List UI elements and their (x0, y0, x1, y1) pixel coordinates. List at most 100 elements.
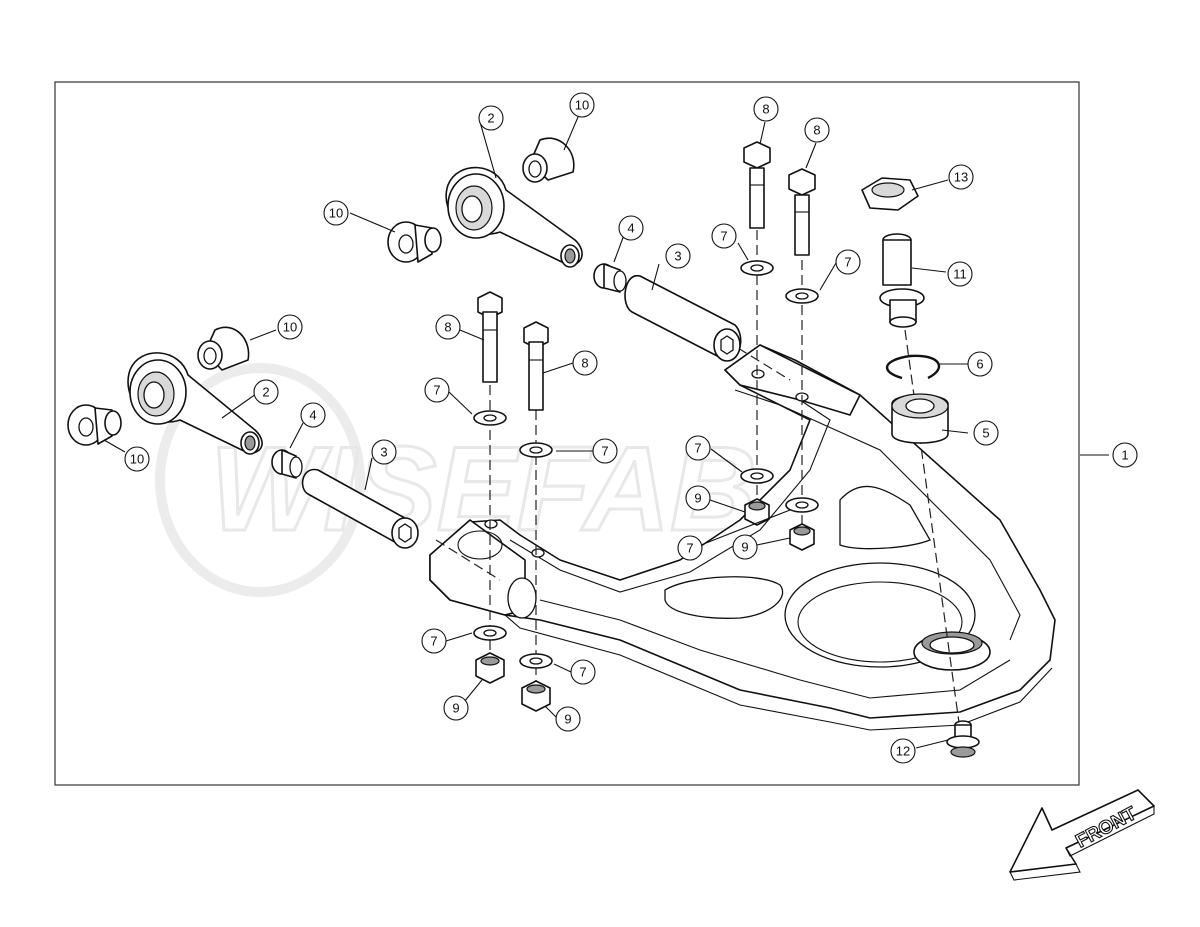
drawing-frame (54, 81, 1080, 786)
callout-2: 2 (253, 379, 279, 405)
svg-text:4: 4 (627, 221, 634, 236)
washer (740, 260, 774, 276)
svg-text:11: 11 (953, 267, 967, 282)
svg-text:13: 13 (954, 170, 968, 185)
svg-text:6: 6 (976, 357, 983, 372)
callout-4: 4 (618, 215, 644, 241)
callout-7: 7 (711, 223, 737, 249)
callout-7: 7 (685, 435, 711, 461)
svg-text:8: 8 (813, 123, 820, 138)
svg-text:1: 1 (1121, 448, 1128, 463)
svg-text:10: 10 (283, 320, 297, 335)
washer (519, 653, 553, 669)
ball-joint-stud (879, 233, 925, 328)
nut (475, 652, 505, 684)
svg-text:9: 9 (741, 540, 748, 555)
callout-9: 9 (443, 695, 469, 721)
svg-text:7: 7 (601, 444, 608, 459)
circlip (886, 354, 941, 380)
nut (744, 498, 770, 526)
callout-3: 3 (665, 243, 691, 269)
washer (740, 468, 774, 484)
washer (519, 442, 553, 458)
callout-8: 8 (572, 350, 598, 376)
cone-spacer-front-inner (197, 326, 250, 371)
svg-text:7: 7 (694, 441, 701, 456)
callout-10: 10 (277, 314, 303, 340)
callout-7: 7 (570, 659, 596, 685)
callout-11: 11 (947, 261, 973, 287)
svg-text:7: 7 (430, 634, 437, 649)
cone-spacer-rear-outer (387, 221, 442, 263)
leader-lines (103, 116, 1109, 749)
svg-text:10: 10 (130, 452, 144, 467)
svg-text:7: 7 (433, 383, 440, 398)
callout-bubbles: 1 2 2 3 3 4 4 5 6 7 7 7 7 7 7 7 7 8 8 8 … (124, 92, 1138, 764)
castle-nut (861, 177, 919, 211)
svg-text:9: 9 (694, 491, 701, 506)
slot-hole (664, 576, 784, 619)
callout-4: 4 (300, 402, 326, 428)
front-direction-arrow: FRONT (1009, 789, 1155, 881)
bolt-front-right (523, 321, 549, 411)
nuts (475, 498, 815, 712)
pocket-hole (839, 485, 931, 550)
washer (785, 288, 819, 304)
callout-5: 5 (973, 420, 999, 446)
bolt-rear-right (788, 168, 816, 256)
svg-text:10: 10 (329, 206, 343, 221)
callout-10: 10 (124, 446, 150, 472)
bolt-front-left (477, 291, 503, 383)
cone-spacer-front-outer (67, 404, 122, 446)
svg-text:7: 7 (844, 255, 851, 270)
callout-3: 3 (371, 439, 397, 465)
bushing-front (271, 449, 303, 479)
svg-text:12: 12 (896, 744, 910, 759)
svg-text:7: 7 (579, 665, 586, 680)
washer (785, 497, 819, 513)
rear-pivot-mount (724, 344, 861, 416)
callout-7: 7 (835, 249, 861, 275)
callout-12: 12 (890, 738, 916, 764)
callout-9: 9 (732, 534, 758, 560)
svg-text:9: 9 (452, 701, 459, 716)
spacer-rear (624, 275, 742, 362)
callout-6: 6 (967, 351, 993, 377)
callout-8: 8 (804, 117, 830, 143)
rod-end-front (127, 352, 263, 455)
nut (521, 680, 551, 712)
bushing-rear (593, 263, 627, 293)
callout-8: 8 (753, 96, 779, 122)
svg-text:9: 9 (564, 712, 571, 727)
spacer-front (301, 468, 419, 549)
callout-13: 13 (948, 164, 974, 190)
callout-2: 2 (478, 105, 504, 131)
callout-10: 10 (323, 200, 349, 226)
cone-spacer-rear-inner (522, 137, 575, 183)
callout-9: 9 (555, 706, 581, 732)
callout-10: 10 (569, 92, 595, 118)
svg-text:2: 2 (487, 111, 494, 126)
rod-end-rear (445, 166, 583, 268)
callout-9: 9 (685, 485, 711, 511)
svg-text:8: 8 (762, 102, 769, 117)
svg-text:7: 7 (686, 541, 693, 556)
callout-7: 7 (421, 628, 447, 654)
svg-text:3: 3 (674, 249, 681, 264)
svg-text:3: 3 (380, 445, 387, 460)
grease-fitting (946, 720, 980, 758)
nut (789, 523, 815, 551)
washers (473, 260, 819, 669)
callout-7: 7 (424, 377, 450, 403)
svg-text:8: 8 (581, 356, 588, 371)
bolt-rear-left (743, 141, 771, 229)
svg-text:10: 10 (575, 98, 589, 113)
ball-joint-bearing (891, 393, 949, 444)
callout-8: 8 (435, 314, 461, 340)
svg-text:8: 8 (444, 320, 451, 335)
svg-text:7: 7 (720, 229, 727, 244)
svg-text:2: 2 (262, 385, 269, 400)
washer (473, 625, 507, 641)
washer (473, 410, 507, 426)
